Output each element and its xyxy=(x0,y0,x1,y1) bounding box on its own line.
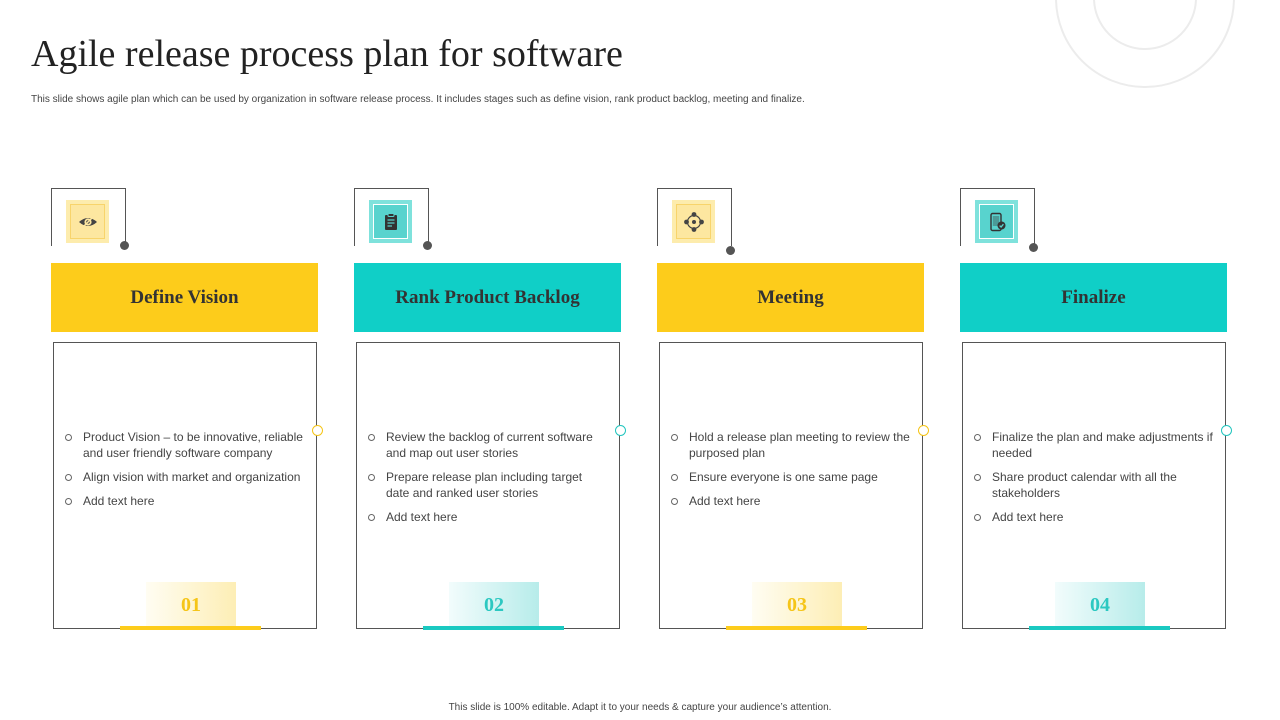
list-item: Align vision with market and organizatio… xyxy=(64,469,304,485)
stage-meeting: Meeting Hold a release plan meeting to r… xyxy=(657,0,929,720)
list-item: Add text here xyxy=(367,509,607,525)
list-item: Finalize the plan and make adjustments i… xyxy=(973,429,1213,461)
bullet-list: Product Vision – to be innovative, relia… xyxy=(64,429,304,517)
footer-note: This slide is 100% editable. Adapt it to… xyxy=(448,702,832,713)
stage-finalize: Finalize Finalize the plan and make adju… xyxy=(960,0,1232,720)
stage-header: Finalize xyxy=(960,263,1227,332)
stage-number: 01 xyxy=(146,582,236,628)
icon-tile xyxy=(369,200,412,243)
stage-header: Meeting xyxy=(657,263,924,332)
stage-rank-product-backlog: Rank Product Backlog Review the backlog … xyxy=(354,0,626,720)
edge-dot xyxy=(312,425,323,436)
connector-dot xyxy=(423,241,432,250)
icon-tile xyxy=(975,200,1018,243)
connector-dot xyxy=(1029,243,1038,252)
icon-tile xyxy=(66,200,109,243)
team-network-icon xyxy=(683,211,704,232)
list-item: Review the backlog of current software a… xyxy=(367,429,607,461)
clipboard-icon xyxy=(384,212,397,230)
connector-line xyxy=(354,188,429,246)
connector-line xyxy=(960,188,1035,246)
connector-line xyxy=(51,188,126,246)
accent-bar xyxy=(423,626,564,630)
stage-number: 02 xyxy=(449,582,539,628)
list-item: Share product calendar with all the stak… xyxy=(973,469,1213,501)
page-subtitle: This slide shows agile plan which can be… xyxy=(31,94,805,105)
bullet-list: Finalize the plan and make adjustments i… xyxy=(973,429,1213,533)
accent-bar xyxy=(1029,626,1170,630)
mobile-check-icon xyxy=(989,212,1005,231)
list-item: Hold a release plan meeting to review th… xyxy=(670,429,910,461)
list-item: Ensure everyone is one same page xyxy=(670,469,910,485)
stage-card: Finalize the plan and make adjustments i… xyxy=(962,342,1232,630)
eye-icon xyxy=(78,213,97,230)
edge-dot xyxy=(1221,425,1232,436)
list-item: Add text here xyxy=(670,493,910,509)
edge-dot xyxy=(918,425,929,436)
connector-line xyxy=(657,188,732,246)
connector-dot xyxy=(120,241,129,250)
accent-bar xyxy=(120,626,261,630)
stage-header: Rank Product Backlog xyxy=(354,263,621,332)
bullet-list: Review the backlog of current software a… xyxy=(367,429,607,533)
stage-define-vision: Define Vision Product Vision – to be inn… xyxy=(51,0,323,720)
icon-tile xyxy=(672,200,715,243)
accent-bar xyxy=(726,626,867,630)
list-item: Add text here xyxy=(973,509,1213,525)
edge-dot xyxy=(615,425,626,436)
page-title: Agile release process plan for software xyxy=(31,33,623,75)
list-item: Prepare release plan including target da… xyxy=(367,469,607,501)
stage-number: 04 xyxy=(1055,582,1145,628)
list-item: Product Vision – to be innovative, relia… xyxy=(64,429,304,461)
stage-card: Product Vision – to be innovative, relia… xyxy=(53,342,323,630)
bullet-list: Hold a release plan meeting to review th… xyxy=(670,429,910,517)
list-item: Add text here xyxy=(64,493,304,509)
stage-number: 03 xyxy=(752,582,842,628)
connector-dot xyxy=(726,246,735,255)
stage-header: Define Vision xyxy=(51,263,318,332)
stage-card: Hold a release plan meeting to review th… xyxy=(659,342,929,630)
stage-card: Review the backlog of current software a… xyxy=(356,342,626,630)
